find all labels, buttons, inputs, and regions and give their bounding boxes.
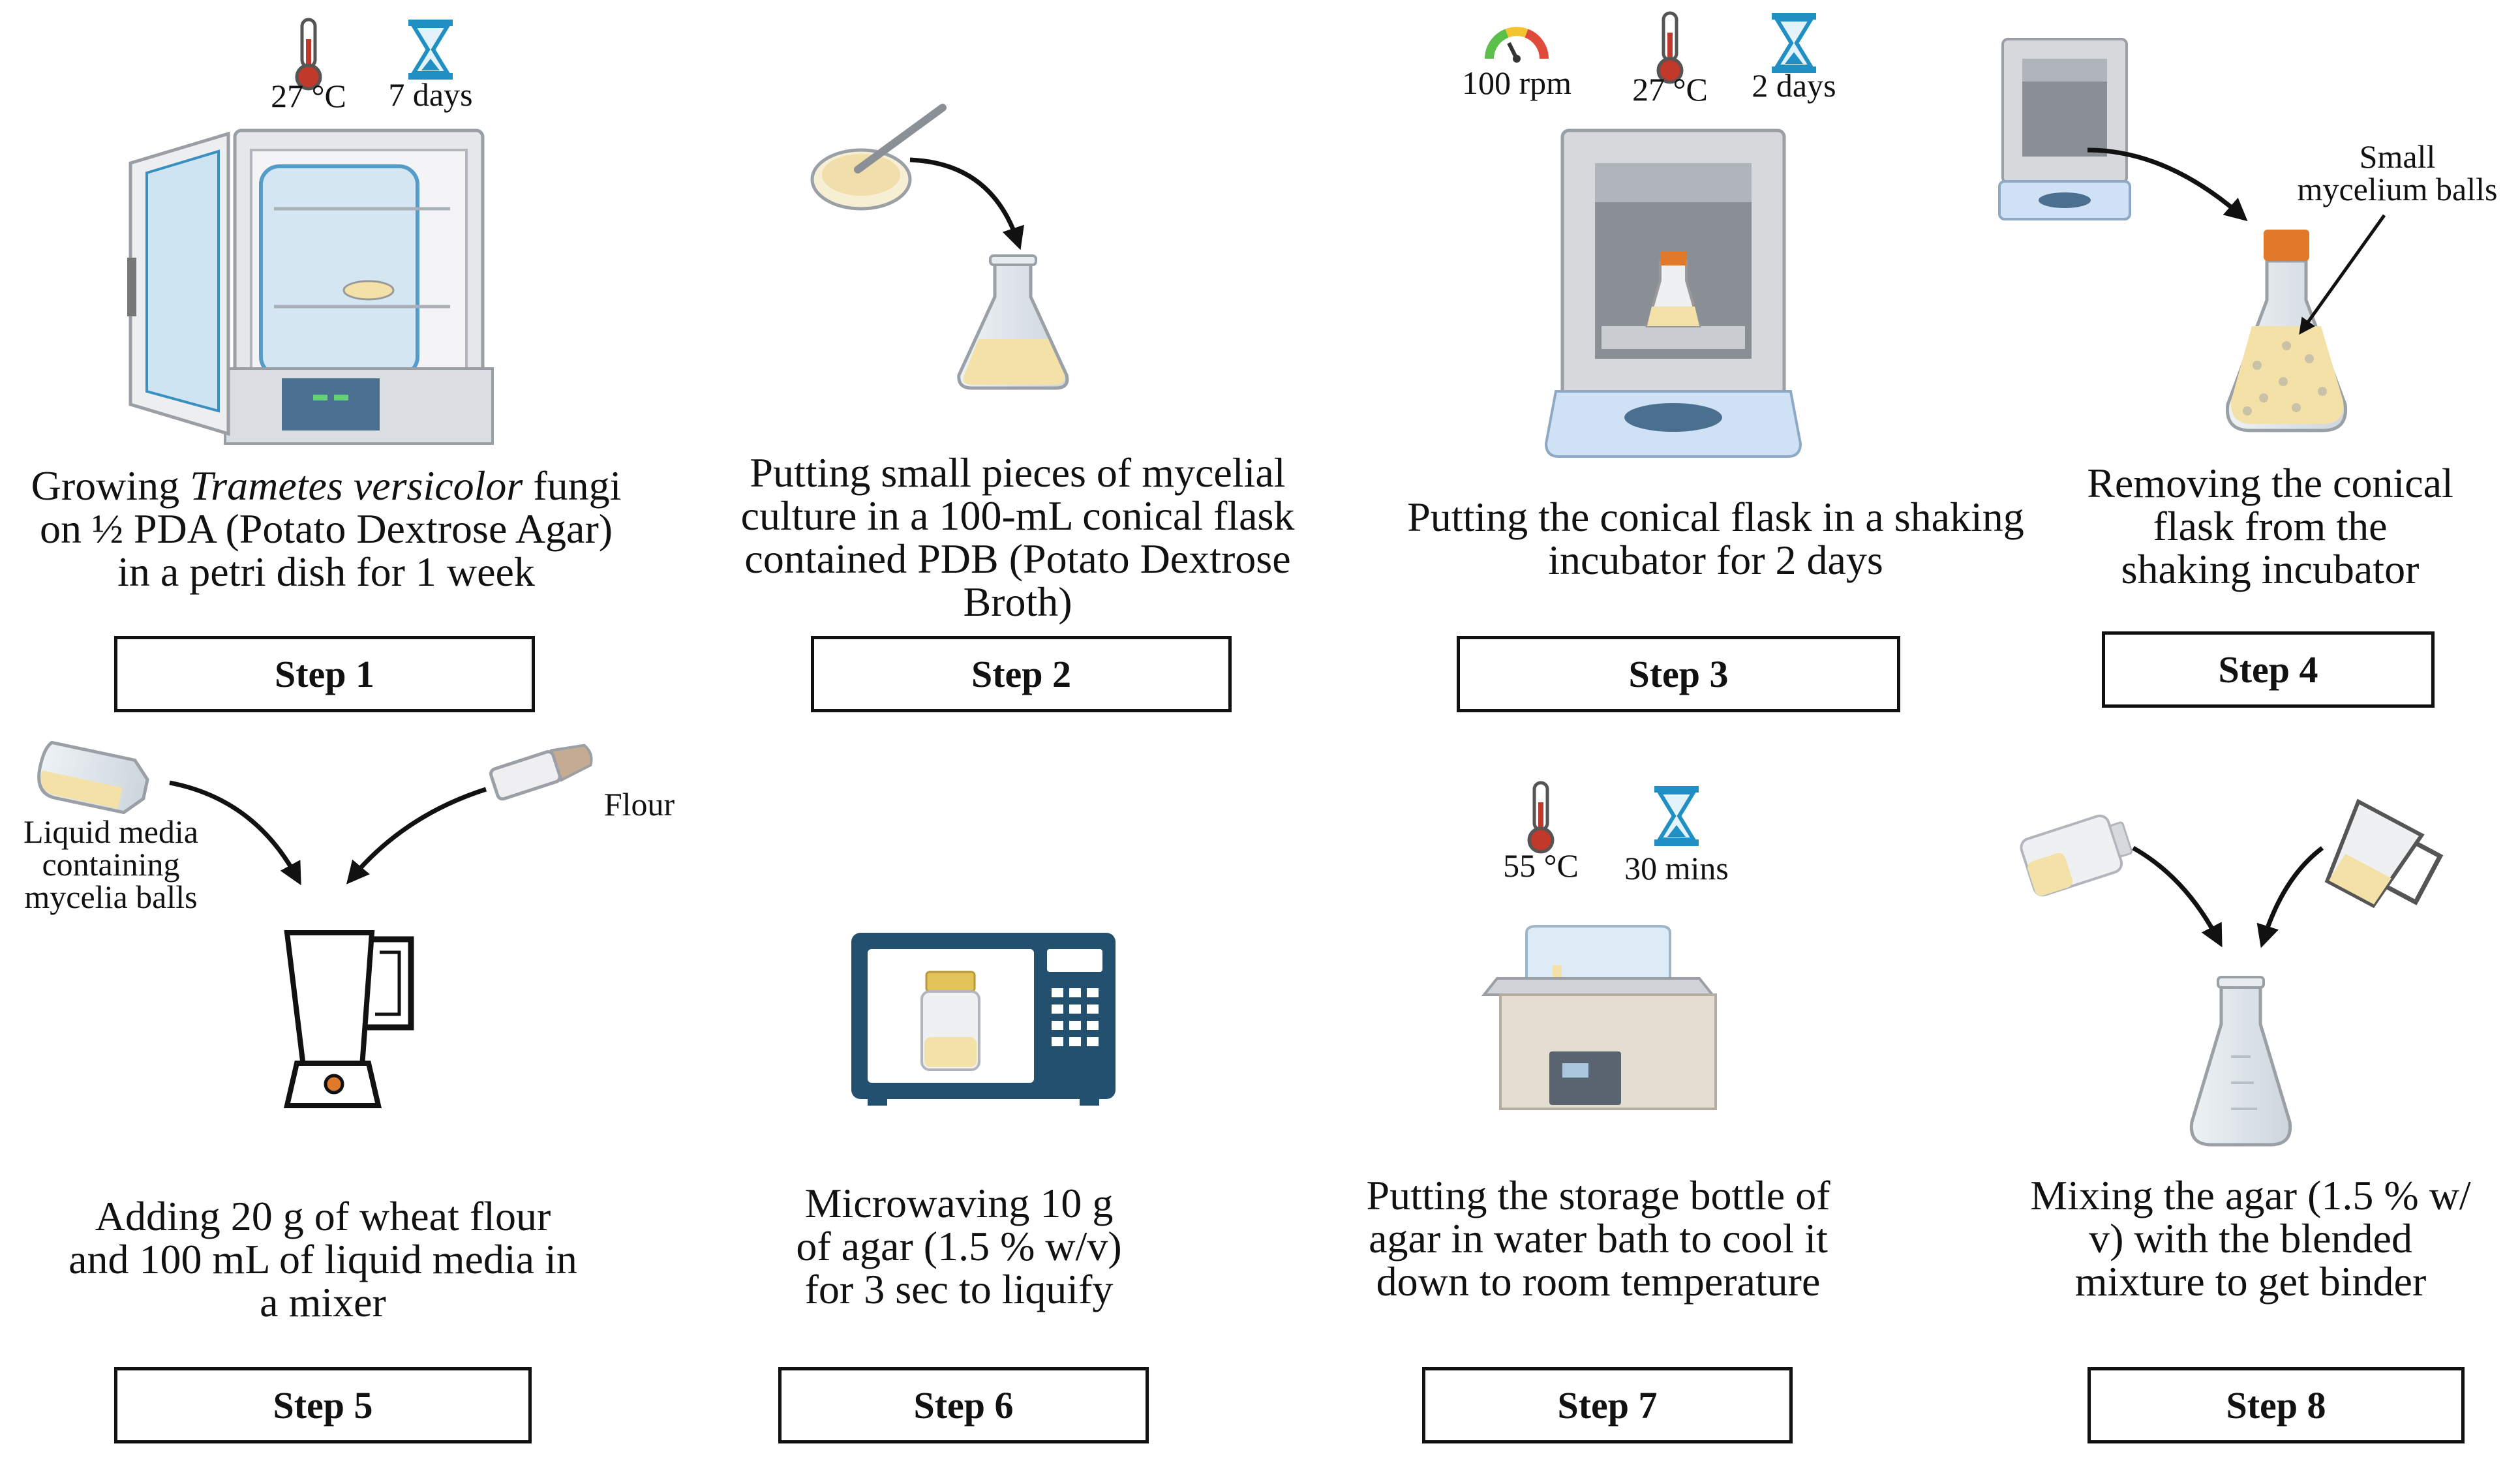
arrow-icon — [346, 787, 487, 884]
annotation-arrow — [2299, 214, 2386, 335]
step-3-box: Step 3 — [1457, 636, 1900, 712]
bottle-icon — [2020, 814, 2133, 897]
step-description: Growing Trametes versicolor fungi on ½ P… — [0, 464, 652, 594]
arrow-icon — [2256, 846, 2324, 948]
step-5-box: Step 5 — [114, 1367, 532, 1443]
conical-flask-icon — [2189, 976, 2292, 1147]
microwave-icon — [851, 933, 1116, 1106]
step-6-box: Step 6 — [778, 1367, 1149, 1443]
storage-bottle-icon — [920, 971, 980, 1071]
hourglass-icon — [1654, 786, 1699, 846]
step-description: Mixing the agar (1.5 % w/v) with the ble… — [2030, 1172, 2471, 1305]
step-1-box: Step 1 — [114, 636, 535, 712]
petri-dish-icon — [810, 104, 947, 211]
conical-flask-icon — [2225, 230, 2348, 432]
step-2-box: Step 2 — [811, 636, 1232, 712]
thermometer-icon — [1527, 781, 1555, 854]
incubator-icon — [127, 128, 494, 445]
arrow-icon — [2132, 845, 2223, 948]
arrow-icon — [909, 157, 1024, 250]
hourglass-icon — [1772, 13, 1816, 73]
condition-temperature: 55 °C — [1503, 847, 1579, 884]
thermometer-icon — [295, 18, 322, 91]
thermometer-icon — [1656, 11, 1684, 84]
conical-flask-icon — [957, 254, 1069, 390]
hourglass-icon — [408, 20, 453, 80]
speed-gauge-icon — [1485, 27, 1549, 63]
step-7-box: Step 7 — [1422, 1367, 1793, 1443]
arrow-icon — [169, 780, 301, 886]
condition-duration: 30 mins — [1624, 850, 1729, 886]
description-line: Growing Trametes versicolor fungi — [31, 462, 622, 509]
condition-speed: 100 rpm — [1461, 65, 1572, 101]
shaking-incubator-icon — [1544, 128, 1802, 458]
description-line: on ½ PDA (Potato Dextrose Agar) — [39, 506, 613, 552]
step-8-box: Step 8 — [2087, 1367, 2465, 1443]
condition-temperature: 27 °C — [1632, 71, 1708, 108]
flask-icon — [37, 740, 149, 815]
blender-icon — [283, 930, 414, 1108]
water-bath-icon — [1481, 925, 1717, 1110]
label-flour: Flour — [603, 786, 675, 823]
shaking-incubator-icon — [1998, 38, 2131, 220]
jug-icon — [2324, 798, 2444, 909]
arrow-icon — [2087, 147, 2248, 222]
description-line: in a petri dish for 1 week — [117, 549, 535, 595]
step-4-box: Step 4 — [2102, 631, 2435, 708]
tube-icon — [489, 744, 593, 801]
condition-duration: 2 days — [1752, 67, 1836, 104]
condition-temperature: 27 °C — [271, 78, 346, 114]
condition-duration: 7 days — [388, 76, 473, 113]
